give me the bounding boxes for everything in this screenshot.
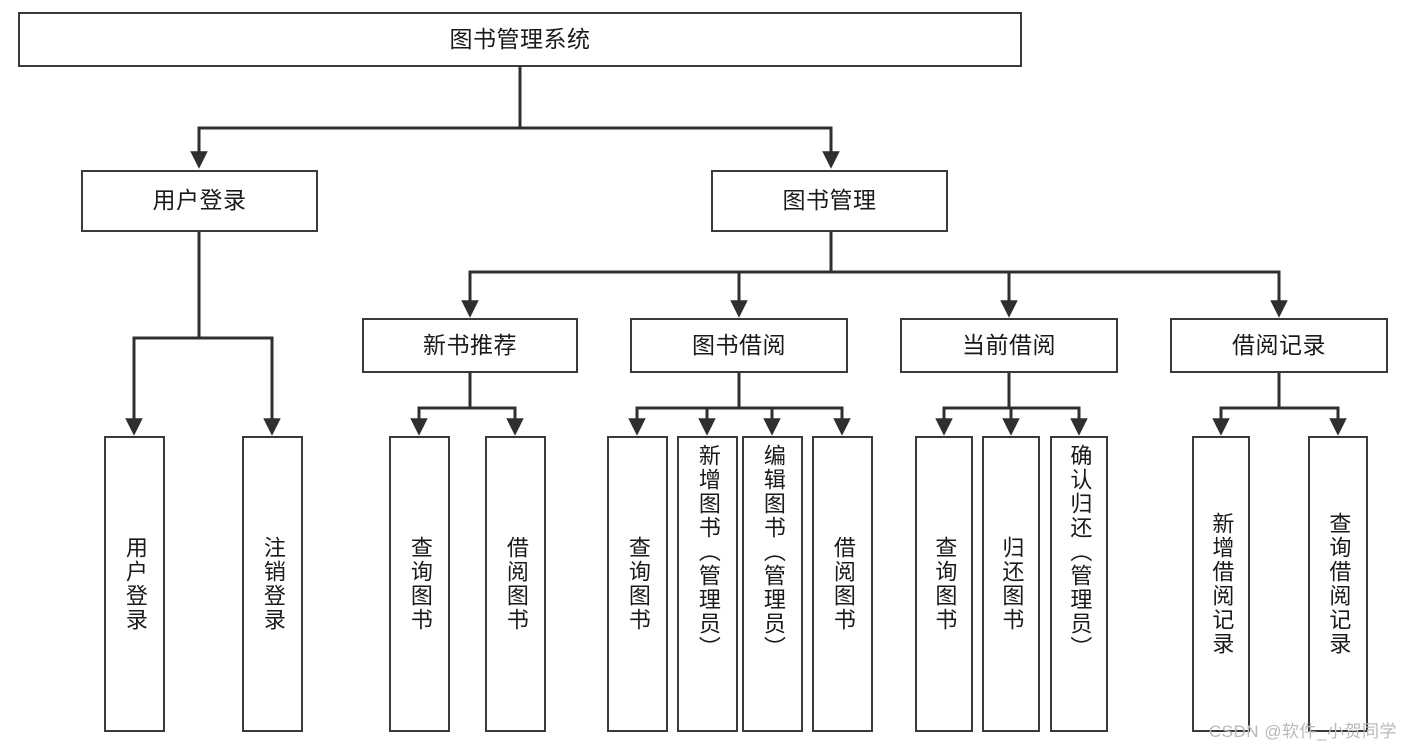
node-label: 编辑图书（管理员） bbox=[760, 444, 786, 660]
node-leaf-return-book: 归还图书 bbox=[982, 436, 1040, 732]
node-label: 注销登录 bbox=[260, 536, 286, 632]
node-new-book-recommend: 新书推荐 bbox=[362, 318, 578, 373]
node-label: 确认归还（管理员） bbox=[1067, 444, 1093, 660]
node-borrow-record: 借阅记录 bbox=[1170, 318, 1388, 373]
node-leaf-confirm-return-admin: 确认归还（管理员） bbox=[1050, 436, 1108, 732]
node-user-login: 用户登录 bbox=[81, 170, 318, 232]
node-label: 借阅图书 bbox=[503, 536, 529, 632]
node-leaf-query-borrow-record: 查询借阅记录 bbox=[1308, 436, 1368, 732]
node-label: 查询图书 bbox=[932, 536, 958, 632]
node-label: 新增图书（管理员） bbox=[695, 444, 721, 660]
node-label: 图书管理 bbox=[782, 187, 877, 214]
node-label: 查询图书 bbox=[625, 536, 651, 632]
node-leaf-edit-book-admin: 编辑图书（管理员） bbox=[742, 436, 803, 732]
node-leaf-add-borrow-record: 新增借阅记录 bbox=[1192, 436, 1250, 732]
node-label: 借阅图书 bbox=[830, 536, 856, 632]
node-leaf-query-book-1: 查询图书 bbox=[389, 436, 450, 732]
node-label: 用户登录 bbox=[122, 536, 148, 632]
node-leaf-borrow-book-2: 借阅图书 bbox=[812, 436, 873, 732]
node-leaf-add-book-admin: 新增图书（管理员） bbox=[677, 436, 738, 732]
node-label: 查询图书 bbox=[407, 536, 433, 632]
node-leaf-borrow-book-1: 借阅图书 bbox=[485, 436, 546, 732]
node-label: 新书推荐 bbox=[423, 331, 517, 358]
node-label: 借阅记录 bbox=[1232, 331, 1326, 358]
node-leaf-user-logout: 注销登录 bbox=[242, 436, 303, 732]
node-label: 归还图书 bbox=[999, 536, 1025, 632]
node-leaf-query-book-2: 查询图书 bbox=[607, 436, 668, 732]
node-leaf-user-login: 用户登录 bbox=[104, 436, 165, 732]
node-label: 新增借阅记录 bbox=[1209, 512, 1235, 656]
node-label: 当前借阅 bbox=[962, 331, 1056, 358]
node-root: 图书管理系统 bbox=[18, 12, 1022, 67]
csdn-watermark: CSDN @软件_小贺同学 bbox=[1208, 722, 1397, 741]
node-label: 查询借阅记录 bbox=[1326, 512, 1352, 656]
node-book-manage: 图书管理 bbox=[711, 170, 948, 232]
node-current-borrow: 当前借阅 bbox=[900, 318, 1118, 373]
node-label: 图书借阅 bbox=[692, 331, 786, 358]
node-label: 图书管理系统 bbox=[449, 25, 591, 52]
node-label: 用户登录 bbox=[152, 187, 247, 214]
node-leaf-query-book-3: 查询图书 bbox=[915, 436, 973, 732]
node-book-borrow: 图书借阅 bbox=[630, 318, 848, 373]
